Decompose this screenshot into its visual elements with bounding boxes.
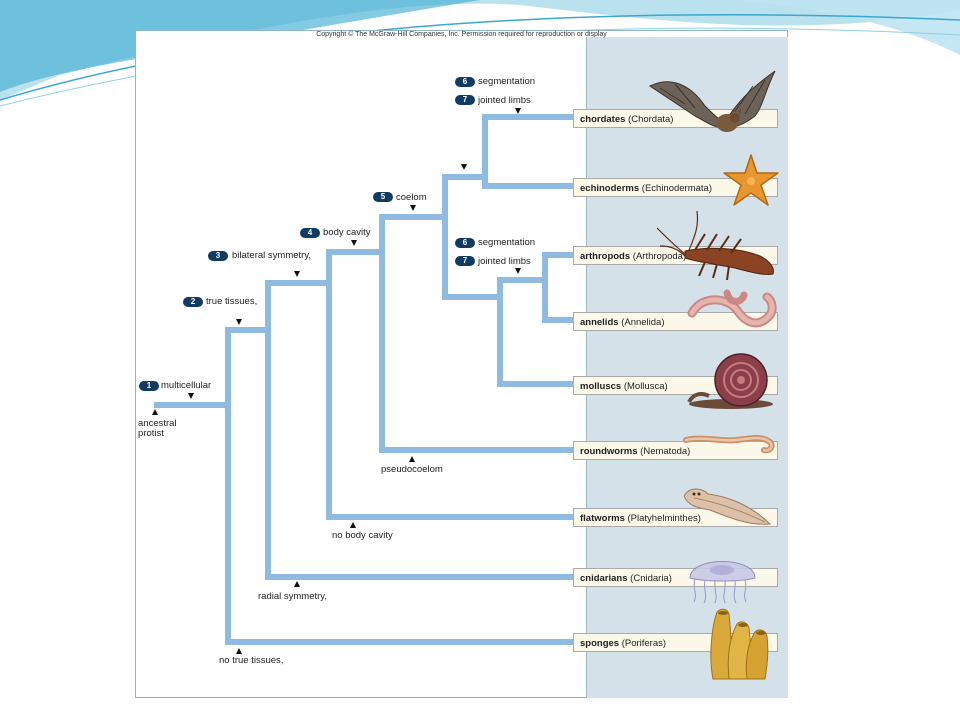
label-no-body-cavity: no body cavity (332, 530, 393, 541)
arrow-down-icon (236, 319, 242, 325)
arthropod-annelid-branch (542, 252, 575, 323)
root-label-line-2: protist (138, 428, 164, 439)
character-badge-5: 5 (373, 192, 393, 202)
character-label-segmentation: segmentation (478, 237, 536, 248)
node-1-branch (225, 327, 575, 645)
arrow-down-icon (515, 108, 521, 114)
character-badge-6: 6 (455, 238, 475, 248)
arrow-up-icon (409, 456, 415, 462)
character-label-segmentation: segmentation (478, 76, 536, 87)
label-radial-symmetry: radial symmetry, (258, 591, 327, 602)
character-label-jointed-limbs: jointed limbs (478, 95, 531, 106)
root-label-line-1: ancestral (138, 418, 177, 429)
snail-icon (687, 353, 773, 409)
sea-star-icon (723, 154, 779, 206)
taxon-roundworms: roundworms (Nematoda) (573, 441, 778, 460)
flatworm-icon (683, 488, 772, 525)
arrow-up-icon (350, 522, 356, 528)
character-label-coelom: coelom (396, 192, 427, 203)
node-2-branch (265, 280, 575, 580)
arrow-down-icon (461, 164, 467, 170)
character-label-body-cavity: body cavity (323, 227, 371, 238)
character-label-true-tissues: true tissues, (206, 296, 258, 307)
arrow-down-icon (515, 268, 521, 274)
character-badge-1: 1 (139, 381, 159, 391)
arrow-down-icon (351, 240, 357, 246)
lobster-icon (656, 210, 774, 281)
roundworm-icon (683, 435, 775, 454)
character-badge-6: 6 (455, 77, 475, 87)
protostome-branch (497, 277, 575, 387)
bat-icon (649, 70, 776, 132)
taxon-echinoderms: echinoderms (Echinodermata) (573, 178, 778, 197)
label-no-true-tissues: no true tissues, (219, 655, 284, 666)
character-badge-7: 7 (455, 95, 475, 105)
node-5-branch (442, 174, 503, 300)
arrow-up-icon (294, 581, 300, 587)
arrow-up-icon (152, 409, 158, 415)
deuterostome-branch (482, 114, 575, 189)
character-label-jointed-limbs: jointed limbs (478, 256, 531, 267)
node-3-branch (326, 249, 575, 520)
copyright-notice: Copyright © The McGraw-Hill Companies, I… (316, 31, 607, 38)
character-badge-2: 2 (183, 297, 203, 307)
node-4-branch (379, 214, 575, 453)
jellyfish-icon (689, 561, 756, 603)
arrow-down-icon (410, 205, 416, 211)
label-pseudocoelom: pseudocoelom (381, 464, 443, 475)
character-badge-4: 4 (300, 228, 320, 238)
arrow-up-icon (236, 648, 242, 654)
arrow-down-icon (294, 271, 300, 277)
character-badge-3: 3 (208, 251, 228, 261)
panel-divider (586, 37, 587, 698)
character-badge-7: 7 (455, 256, 475, 266)
taxon-annelids: annelids (Annelida) (573, 312, 778, 331)
earthworm-icon (687, 289, 777, 328)
character-label-bilateral-symmetry: bilateral symmetry, (232, 250, 312, 261)
arrow-down-icon (188, 393, 194, 399)
character-label-multicellular: multicellular (161, 380, 212, 391)
sponge-icon (710, 608, 769, 680)
